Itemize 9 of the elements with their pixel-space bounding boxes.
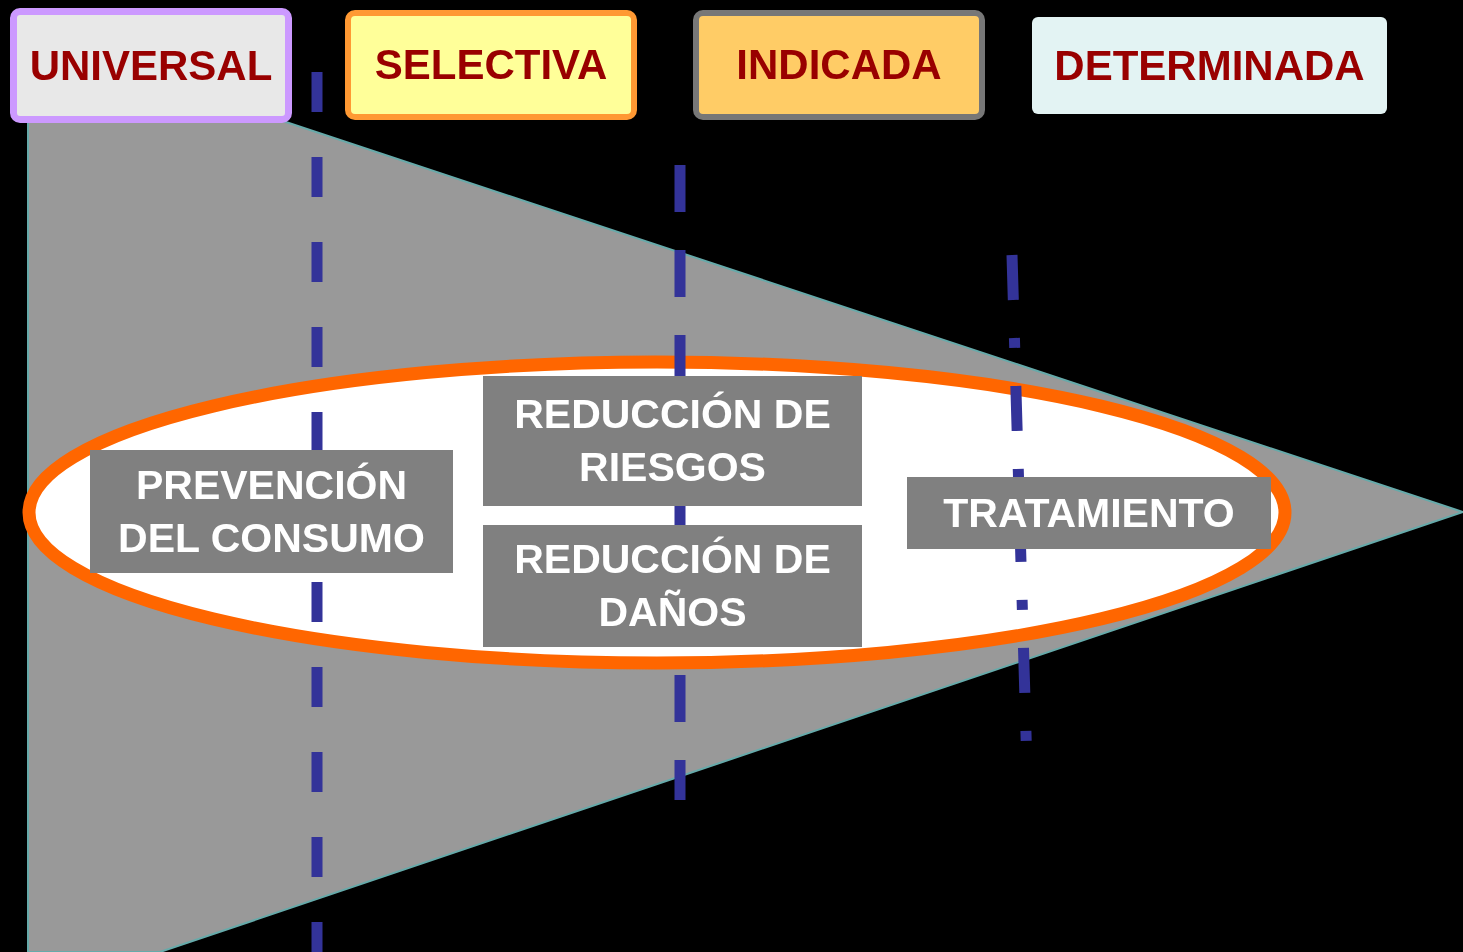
strategy-box: REDUCCIÓN DE RIESGOS [483,376,862,506]
ellipse-outline [22,355,1292,670]
strategy-box: TRATAMIENTO [907,477,1271,549]
strategy-box: PREVENCIÓN DEL CONSUMO [90,450,453,573]
level-label: INDICADA [693,10,985,120]
strategy-box: REDUCCIÓN DE DAÑOS [483,525,862,647]
level-label: DETERMINADA [1032,17,1387,114]
level-label: SELECTIVA [345,10,637,120]
level-label: UNIVERSAL [10,8,292,123]
